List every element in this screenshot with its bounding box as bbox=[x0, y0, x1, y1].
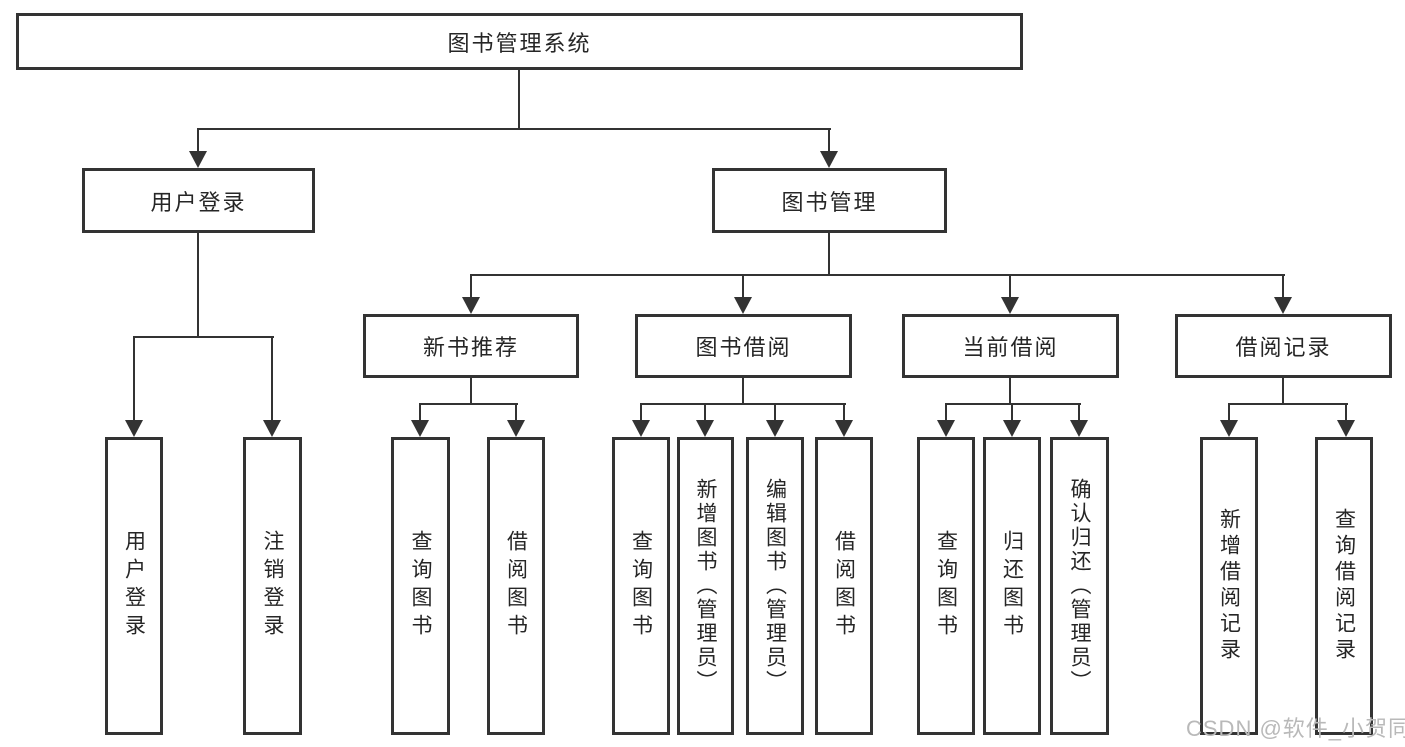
leaf-query-books-1: 查询图书 bbox=[391, 437, 450, 735]
arrow-down-icon bbox=[189, 128, 207, 168]
arrow-down-icon bbox=[1220, 403, 1238, 437]
csdn-watermark: CSDN @软件_小贺同学 bbox=[1186, 716, 1405, 741]
connector-line bbox=[197, 233, 199, 338]
connector-line bbox=[419, 403, 518, 405]
node-book-management: 图书管理 bbox=[712, 168, 947, 233]
arrow-down-icon bbox=[1337, 403, 1355, 437]
arrow-down-icon bbox=[507, 403, 525, 437]
node-book-borrowing: 图书借阅 bbox=[635, 314, 852, 378]
arrow-down-icon bbox=[462, 274, 480, 314]
connector-line bbox=[518, 70, 520, 130]
arrow-down-icon bbox=[835, 403, 853, 437]
leaf-edit-book-admin: 编辑图书（管理员） bbox=[746, 437, 804, 735]
node-current-borrowing: 当前借阅 bbox=[902, 314, 1119, 378]
leaf-query-books-2: 查询图书 bbox=[612, 437, 670, 735]
arrow-down-icon bbox=[734, 274, 752, 314]
arrow-down-icon bbox=[411, 403, 429, 437]
arrow-down-icon bbox=[820, 128, 838, 168]
leaf-borrow-books-1: 借阅图书 bbox=[487, 437, 545, 735]
arrow-down-icon bbox=[263, 336, 281, 437]
leaf-return-books: 归还图书 bbox=[983, 437, 1041, 735]
leaf-query-borrow-record: 查询借阅记录 bbox=[1315, 437, 1373, 735]
arrow-down-icon bbox=[1003, 403, 1021, 437]
arrow-down-icon bbox=[937, 403, 955, 437]
leaf-logout: 注销登录 bbox=[243, 437, 302, 735]
leaf-borrow-books-2: 借阅图书 bbox=[815, 437, 873, 735]
connector-line bbox=[828, 233, 830, 276]
node-user-login: 用户登录 bbox=[82, 168, 315, 233]
arrow-down-icon bbox=[125, 336, 143, 437]
connector-line bbox=[1282, 378, 1284, 405]
leaf-confirm-return-admin: 确认归还（管理员） bbox=[1050, 437, 1109, 735]
connector-line bbox=[945, 403, 1081, 405]
arrow-down-icon bbox=[1070, 403, 1088, 437]
arrow-down-icon bbox=[1001, 274, 1019, 314]
connector-line bbox=[742, 378, 744, 405]
connector-line bbox=[1009, 378, 1011, 405]
connector-line bbox=[197, 128, 831, 130]
connector-line bbox=[1228, 403, 1348, 405]
leaf-query-books-3: 查询图书 bbox=[917, 437, 975, 735]
leaf-add-book-admin: 新增图书（管理员） bbox=[677, 437, 734, 735]
connector-line bbox=[133, 336, 274, 338]
arrow-down-icon bbox=[696, 403, 714, 437]
leaf-user-login: 用户登录 bbox=[105, 437, 163, 735]
arrow-down-icon bbox=[766, 403, 784, 437]
connector-line bbox=[470, 378, 472, 405]
arrow-down-icon bbox=[632, 403, 650, 437]
arrow-down-icon bbox=[1274, 274, 1292, 314]
node-library-management-system: 图书管理系统 bbox=[16, 13, 1023, 70]
connector-line bbox=[640, 403, 846, 405]
connector-line bbox=[470, 274, 1285, 276]
leaf-add-borrow-record: 新增借阅记录 bbox=[1200, 437, 1258, 735]
node-borrowing-records: 借阅记录 bbox=[1175, 314, 1392, 378]
node-new-book-recommend: 新书推荐 bbox=[363, 314, 579, 378]
